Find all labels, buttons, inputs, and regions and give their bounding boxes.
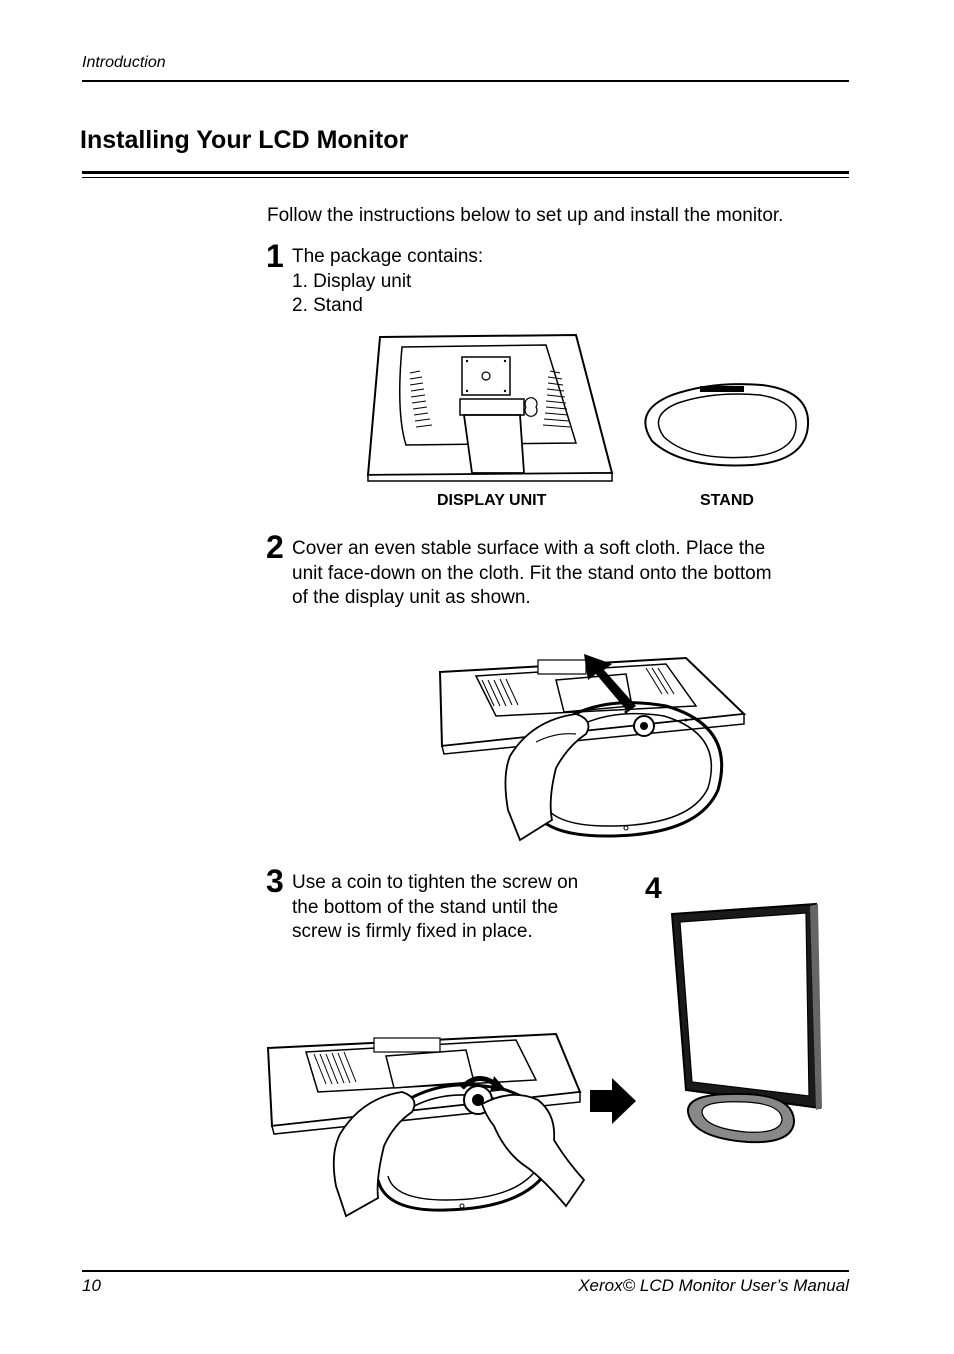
caption-display-unit: DISPLAY UNIT [437, 492, 547, 509]
fit-stand-illustration [438, 654, 747, 842]
step-3-line: screw is firmly fixed in place. [292, 921, 533, 942]
step-4-number: 4 [645, 872, 662, 905]
title-rule-thin [82, 177, 849, 178]
tighten-screw-illustration [266, 1032, 586, 1218]
step-1-line: 2. Stand [292, 295, 363, 316]
title-rule [82, 171, 849, 174]
step-3-text: Use a coin to tighten the screw on the b… [292, 871, 578, 945]
arrow-right-icon [590, 1078, 636, 1124]
running-header: Introduction [82, 54, 166, 71]
assembled-monitor-illustration [670, 902, 822, 1144]
step-2-line: Cover an even stable surface with a soft… [292, 538, 766, 559]
step-2-line: unit face-down on the cloth. Fit the sta… [292, 562, 772, 584]
stand-illustration [644, 383, 810, 467]
step-2-number: 2 [266, 529, 284, 565]
step-2-line: of the display unit as shown. [292, 587, 531, 608]
step-1-line: 1. Display unit [292, 270, 412, 292]
step-1-text: The package contains: 1. Display unit 2.… [292, 245, 483, 319]
step-1-number: 1 [266, 238, 284, 274]
step-2-text: Cover an even stable surface with a soft… [292, 537, 772, 611]
page-title: Installing Your LCD Monitor [80, 126, 409, 154]
footer-rule [82, 1270, 849, 1272]
caption-stand: STAND [700, 492, 754, 509]
step-1-line: The package contains: [292, 246, 484, 267]
display-unit-illustration [366, 333, 614, 482]
page-number: 10 [82, 1276, 101, 1295]
manual-title: Xerox© LCD Monitor User’s Manual [578, 1276, 849, 1295]
header-rule [82, 80, 849, 82]
intro-text: Follow the instructions below to set up … [267, 205, 784, 226]
step-3-number: 3 [266, 863, 284, 899]
step-3-line: the bottom of the stand until the [292, 896, 559, 918]
step-3-line: Use a coin to tighten the screw on [292, 872, 579, 893]
